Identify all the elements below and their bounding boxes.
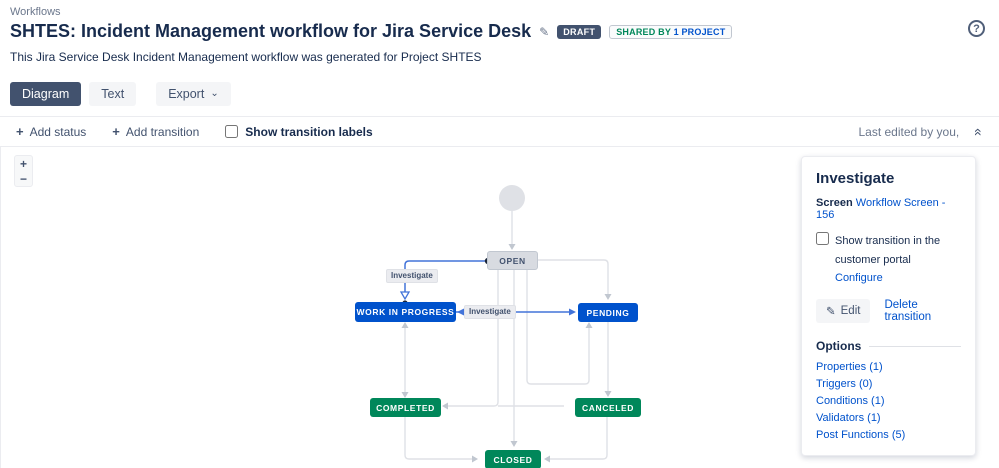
zoom-out-button[interactable]: − [19,171,27,186]
post-functions-link[interactable]: Post Functions (5) [816,429,906,442]
edit-title-pencil-icon[interactable]: ✎ [539,24,550,39]
edit-button-label: Edit [840,305,861,318]
page-subtitle: This Jira Service Desk Incident Manageme… [10,50,482,64]
collapse-icon[interactable]: « [971,127,988,136]
initial-node[interactable] [499,185,525,211]
add-status-button[interactable]: + Add status [16,124,86,139]
chevron-down-icon: ⌄ [210,88,219,99]
properties-link[interactable]: Properties (1) [816,361,883,374]
status-node-pending[interactable]: PENDING [578,303,638,322]
triggers-link[interactable]: Triggers (0) [816,378,873,391]
status-node-in-progress[interactable]: WORK IN PROGRESS [355,302,456,322]
shared-badge-prefix: SHARED BY [616,26,671,37]
export-label: Export [168,87,205,101]
export-menu-button[interactable]: Export ⌄ [156,82,231,106]
view-tabs: Diagram Text Export ⌄ [0,82,999,106]
options-list: Properties (1) Triggers (0) Conditions (… [816,361,961,441]
status-node-open[interactable]: OPEN [487,251,538,270]
zoom-in-button[interactable]: + [19,156,27,171]
draft-badge: DRAFT [557,24,602,39]
add-status-label: Add status [29,124,87,139]
show-transition-labels-label[interactable]: Show transition labels [245,124,373,139]
plus-icon: + [112,124,120,139]
add-transition-button[interactable]: + Add transition [112,124,199,139]
show-in-portal-label[interactable]: Show transition in the customer portal [835,235,941,266]
last-edited-text: Last edited by you, [858,124,960,139]
tab-diagram[interactable]: Diagram [10,82,82,106]
options-divider [869,345,961,347]
transition-panel-title: Investigate [816,170,895,187]
shared-badge: SHARED BY 1 PROJECT [609,24,733,39]
validators-link[interactable]: Validators (1) [816,412,881,425]
transition-label-investigate[interactable]: Investigate [464,305,516,319]
diagram-toolbar: + Add status + Add transition Show trans… [0,116,999,147]
transition-label-investigate[interactable]: Investigate [386,269,438,283]
show-in-portal-checkbox[interactable] [816,232,829,245]
breadcrumb[interactable]: Workflows [10,6,61,18]
add-transition-label: Add transition [125,124,200,139]
workflow-edges [399,211,612,463]
workflow-canvas[interactable]: + − [0,147,999,468]
options-title: Options [816,339,862,354]
edit-button[interactable]: ✎ Edit [816,299,871,324]
workflow-screen-link[interactable]: Workflow Screen - 156 [816,197,946,221]
delete-transition-link[interactable]: Delete transition [884,299,932,324]
pencil-icon: ✎ [826,306,836,319]
shared-projects-link[interactable]: 1 PROJECT [673,26,726,37]
help-icon[interactable]: ? [968,20,985,37]
plus-icon: + [16,124,24,139]
transition-panel: Investigate Screen Workflow Screen - 156… [801,156,976,457]
zoom-controls: + − [14,155,33,187]
configure-link[interactable]: Configure [835,272,883,285]
tab-text[interactable]: Text [89,82,137,106]
page-header: Workflows SHTES: Incident Management wor… [0,0,999,64]
status-node-completed[interactable]: COMPLETED [370,398,441,417]
page-title: SHTES: Incident Management workflow for … [10,21,532,41]
status-node-closed[interactable]: CLOSED [485,450,541,468]
status-node-canceled[interactable]: CANCELED [575,398,641,417]
screen-label: Screen [816,197,853,209]
conditions-link[interactable]: Conditions (1) [816,395,885,408]
show-transition-labels-checkbox[interactable] [225,125,239,138]
